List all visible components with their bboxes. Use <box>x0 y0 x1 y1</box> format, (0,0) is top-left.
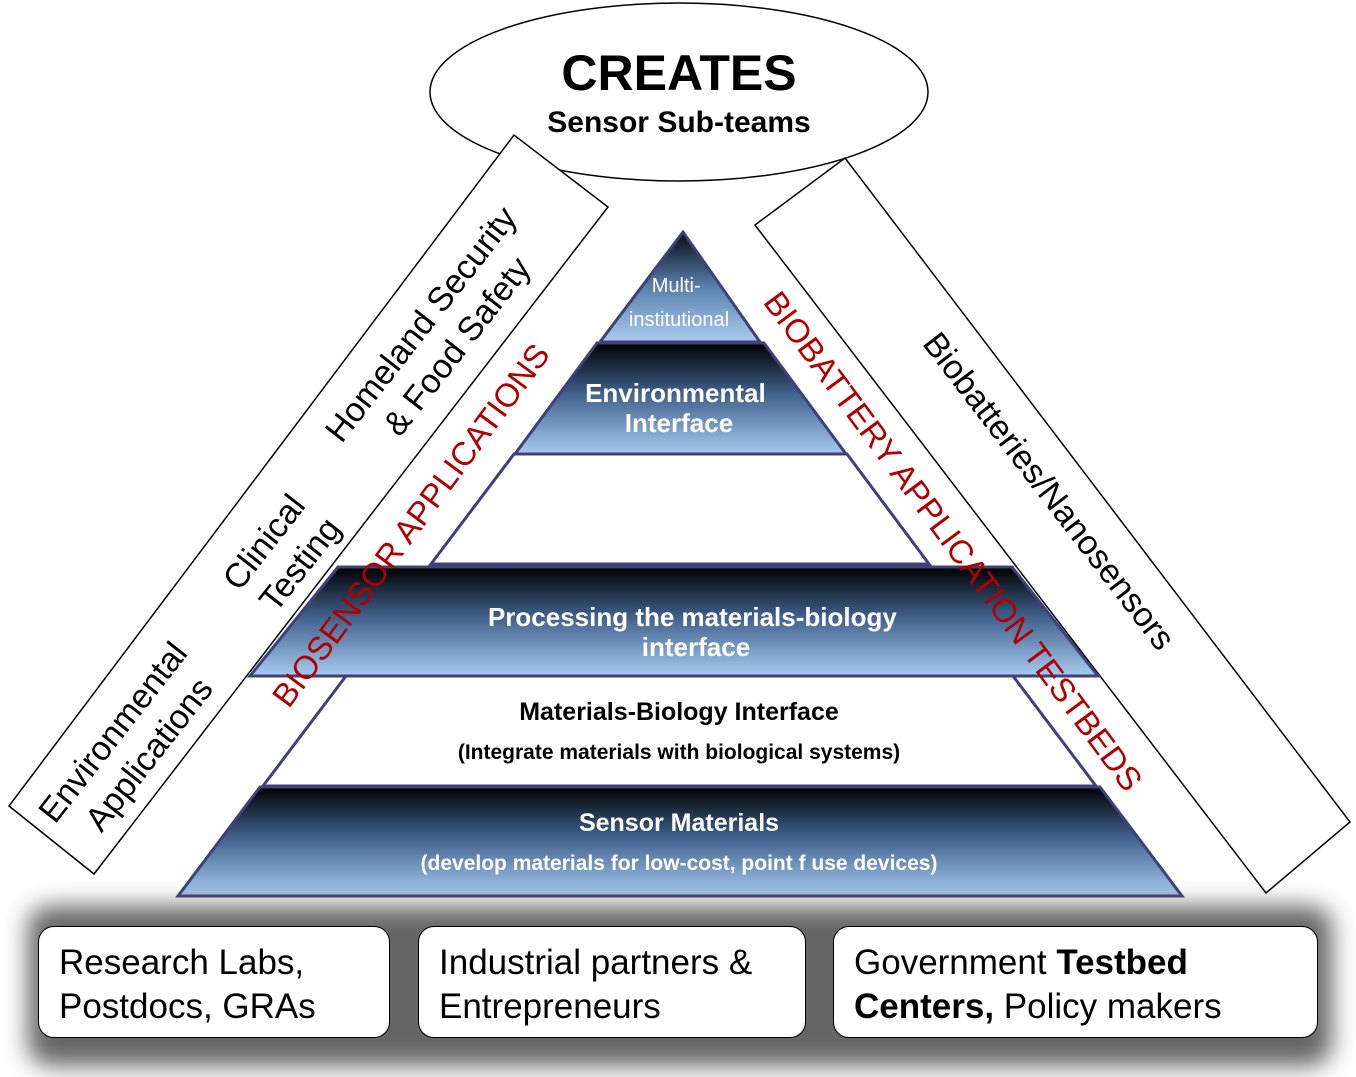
sensor-materials-subtitle: (develop materials for low-cost, point f… <box>421 852 938 875</box>
top-tier-label: Multi- institutional <box>629 275 729 331</box>
pyramid-sensor-materials-tier <box>174 785 1186 898</box>
partner-box-research: Research Labs, Postdocs, GRAs <box>38 926 390 1038</box>
industry-line2: Entrepreneurs <box>439 987 661 1026</box>
materials-biology-subtitle: (Integrate materials with biological sys… <box>458 741 900 764</box>
pyramid-processing-tier <box>246 565 1102 678</box>
pyramid-blank-tier <box>427 452 932 566</box>
government-text: Government <box>854 943 1057 982</box>
environmental-tier-label: Environmental Interface <box>585 378 773 438</box>
industry-line1: Industrial partners & <box>439 943 753 982</box>
right-application-band <box>753 156 1352 895</box>
processing-tier-label: Processing the materials-biology interfa… <box>488 602 904 662</box>
government-line2: Centers, Policy makers <box>854 985 1297 1029</box>
partner-box-industry: Industrial partners & Entrepreneurs <box>418 926 806 1038</box>
government-testbed-bold: Testbed <box>1056 943 1188 982</box>
pyramid-materials-biology-tier <box>259 674 1100 788</box>
title-ellipse <box>429 2 929 182</box>
materials-biology-title: Materials-Biology Interface <box>519 698 839 726</box>
title-main: CREATES <box>561 45 796 101</box>
government-policy-text: Policy makers <box>994 987 1222 1026</box>
government-centers-bold: Centers, <box>854 987 995 1026</box>
title-sub: Sensor Sub-teams <box>547 106 810 139</box>
partner-box-government: Government Testbed Centers, Policy maker… <box>833 926 1318 1038</box>
government-line1: Government Testbed <box>854 941 1297 985</box>
sensor-materials-title: Sensor Materials <box>579 809 779 837</box>
left-application-band <box>7 133 610 876</box>
research-line2: Postdocs, GRAs <box>59 987 316 1026</box>
research-line1: Research Labs, <box>59 943 305 982</box>
